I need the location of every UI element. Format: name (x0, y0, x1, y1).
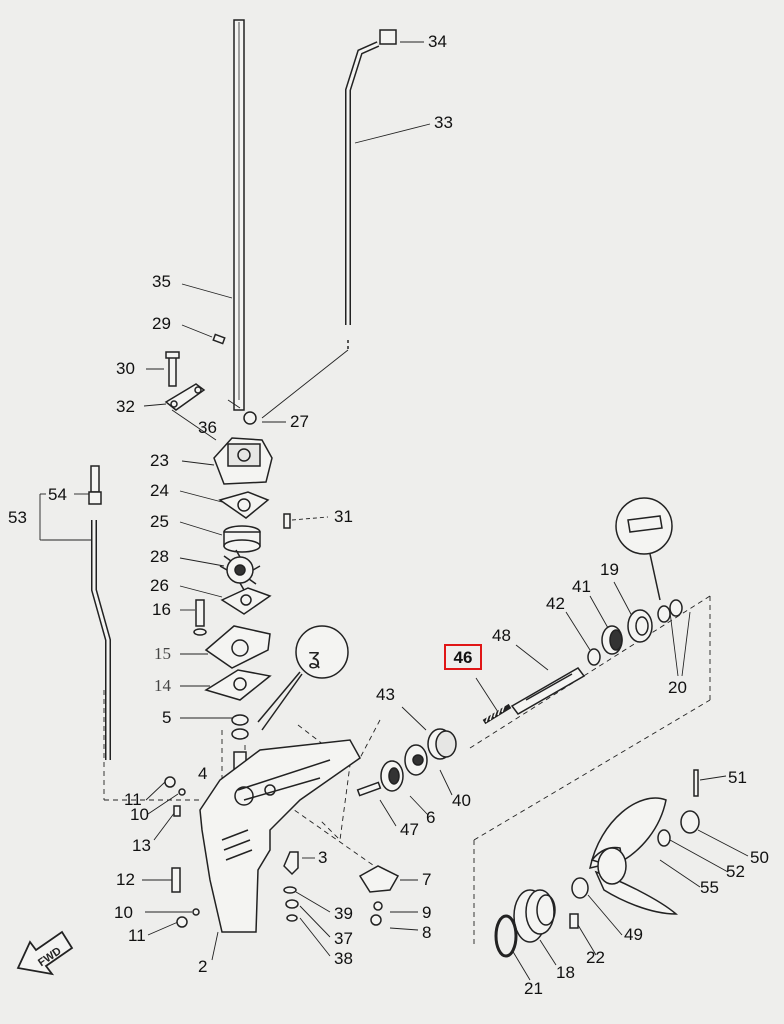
gear-41 (601, 625, 623, 655)
label-12: 12 (116, 870, 135, 889)
label-36: 36 (198, 418, 217, 437)
propeller-cap-18 (513, 889, 556, 943)
label-16: 16 (152, 600, 171, 619)
cotter-pin-51 (693, 769, 699, 797)
label-52: 52 (726, 862, 745, 881)
highlighted-part-46[interactable]: 46 (444, 644, 482, 670)
label-8: 8 (422, 923, 432, 942)
label-47: 47 (400, 820, 419, 839)
label-49: 49 (624, 925, 643, 944)
washer-42 (587, 648, 601, 666)
pin-31 (283, 513, 291, 529)
label-39: 39 (334, 904, 353, 923)
label-55: 55 (700, 878, 719, 897)
gear-43 (427, 728, 457, 760)
label-24: 24 (150, 481, 169, 500)
spring-46 (482, 703, 512, 725)
nut-50 (680, 810, 700, 834)
label-10a: 10 (130, 805, 149, 824)
label-9: 9 (422, 903, 432, 922)
pin-47 (356, 781, 382, 797)
label-26: 26 (150, 576, 169, 595)
bracket-32 (164, 333, 241, 441)
gear-40 (404, 744, 428, 776)
label-46: 46 (453, 648, 473, 667)
label-23: 23 (150, 451, 169, 470)
detail-inset-5 (295, 625, 349, 679)
label-11b: 11 (128, 926, 146, 945)
label-19: 19 (600, 560, 619, 579)
oil-seal-27 (243, 411, 257, 425)
label-31: 31 (334, 507, 353, 526)
label-34: 34 (428, 32, 447, 51)
impeller (219, 549, 261, 591)
label-21: 21 (524, 979, 543, 998)
bearing-6 (380, 760, 404, 792)
shift-rod (345, 41, 380, 325)
label-14: 14 (154, 676, 171, 695)
label-50: 50 (750, 848, 769, 867)
pump-base-15 (204, 625, 271, 669)
label-42: 42 (546, 594, 565, 613)
label-11a: 11 (124, 790, 142, 809)
water-pump-housing (213, 437, 273, 485)
propeller-55 (589, 797, 678, 915)
label-2: 2 (198, 957, 208, 976)
fwd-arrow-icon (16, 930, 74, 976)
outer-plate-26 (220, 587, 272, 615)
bearing-19 (627, 609, 653, 643)
label-48: 48 (492, 626, 511, 645)
label-33: 33 (434, 113, 453, 132)
label-20: 20 (668, 678, 687, 697)
insert-cartridge (223, 525, 261, 553)
label-40: 40 (452, 791, 471, 810)
detail-inset-20 (615, 497, 673, 555)
label-10b: 10 (114, 903, 133, 922)
label-3: 3 (318, 848, 328, 867)
label-18: 18 (556, 963, 575, 982)
label-13: 13 (132, 836, 151, 855)
label-51: 51 (728, 768, 747, 787)
svg-text:ʓ: ʓ (308, 644, 320, 669)
label-32: 32 (116, 397, 135, 416)
label-54: 54 (48, 485, 67, 504)
label-37: 37 (334, 929, 353, 948)
label-27: 27 (290, 412, 309, 431)
grommet-34 (379, 29, 397, 45)
circlip-21 (494, 914, 518, 958)
label-15: 15 (154, 644, 171, 663)
label-4: 4 (198, 764, 208, 783)
gasket-24 (218, 491, 270, 519)
label-7: 7 (422, 870, 432, 889)
lower-casing (199, 739, 361, 933)
label-25: 25 (150, 512, 169, 531)
label-29: 29 (152, 314, 171, 333)
label-41: 41 (572, 577, 591, 596)
label-38: 38 (334, 949, 353, 968)
label-5: 5 (162, 708, 172, 727)
washer-49 (571, 877, 589, 899)
gasket-14 (204, 669, 272, 701)
label-30: 30 (116, 359, 135, 378)
label-53: 53 (8, 508, 27, 527)
propeller-shaft-48 (510, 667, 586, 715)
label-35: 35 (152, 272, 171, 291)
label-22: 22 (586, 948, 605, 967)
label-28: 28 (150, 547, 169, 566)
label-6: 6 (426, 808, 436, 827)
drive-shaft (233, 19, 245, 411)
shift-rod-53 (88, 465, 111, 760)
label-43: 43 (376, 685, 395, 704)
